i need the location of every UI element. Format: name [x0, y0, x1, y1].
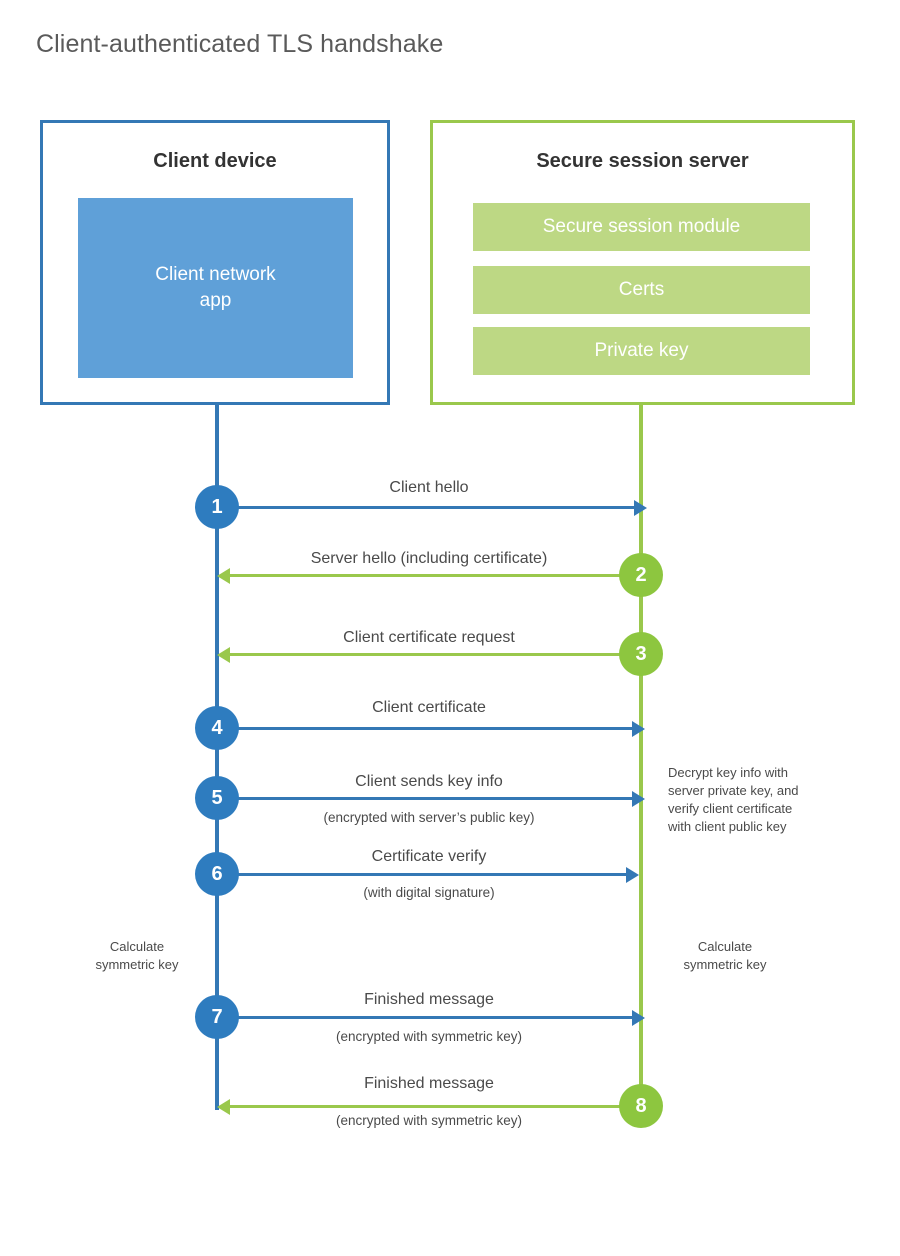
- step-1-label: Client hello: [389, 479, 469, 496]
- server-private-key-bar: Private key: [473, 327, 810, 375]
- step-8-arrow-head-left-icon: [217, 1099, 230, 1115]
- step-7-label: Finished message: [364, 991, 494, 1008]
- step-2-label: Server hello (including certificate): [310, 550, 548, 567]
- step-4-arrow-line: [217, 727, 637, 730]
- step-7-arrow-line: [217, 1016, 637, 1019]
- step-6-sublabel: (with digital signature): [363, 885, 495, 900]
- step-3-arrow-line: [225, 653, 639, 656]
- secure-session-server-title: Secure session server: [536, 150, 749, 172]
- step-2-badge[interactable]: 2: [619, 553, 663, 597]
- client-lifeline: [215, 405, 219, 1110]
- client-device-title: Client device: [153, 150, 277, 172]
- step-1-arrow-head-right-icon: [634, 500, 647, 516]
- server-calculate-symmetric-key-note: Calculate symmetric key: [683, 939, 767, 972]
- client-network-app-block: Client network app: [78, 198, 353, 378]
- step-6-badge[interactable]: 6: [195, 852, 239, 896]
- step-3-label: Client certificate request: [343, 629, 515, 646]
- step-5-arrow-head-right-icon: [632, 791, 645, 807]
- step-1-arrow-line: [217, 506, 639, 509]
- step-5-sublabel: (encrypted with server’s public key): [323, 810, 535, 825]
- server-lifeline: [639, 405, 643, 1107]
- step-6-label: Certificate verify: [371, 848, 487, 865]
- step-4-arrow-head-right-icon: [632, 721, 645, 737]
- step-3-badge[interactable]: 3: [619, 632, 663, 676]
- step-2-arrow-line: [225, 574, 639, 577]
- secure-session-server-box: Secure session server Secure session mod…: [430, 120, 855, 405]
- client-network-app-label: Client network app: [155, 264, 276, 311]
- server-certs-bar: Certs: [473, 266, 810, 314]
- step-4-label: Client certificate: [372, 699, 486, 716]
- server-decrypt-note: Decrypt key info with server private key…: [668, 765, 799, 834]
- step-4-badge[interactable]: 4: [195, 706, 239, 750]
- step-5-badge[interactable]: 5: [195, 776, 239, 820]
- step-7-badge[interactable]: 7: [195, 995, 239, 1039]
- page-title: Client-authenticated TLS handshake: [36, 30, 444, 58]
- client-device-box: Client device Client network app: [40, 120, 390, 405]
- step-5-label: Client sends key info: [355, 773, 503, 790]
- step-8-sublabel: (encrypted with symmetric key): [335, 1113, 523, 1128]
- step-8-arrow-line: [225, 1105, 639, 1108]
- step-3-arrow-head-left-icon: [217, 647, 230, 663]
- step-6-arrow-line: [217, 873, 631, 876]
- step-6-arrow-head-right-icon: [626, 867, 639, 883]
- step-8-badge[interactable]: 8: [619, 1084, 663, 1128]
- client-calculate-symmetric-key-note: Calculate symmetric key: [95, 939, 179, 972]
- step-1-badge[interactable]: 1: [195, 485, 239, 529]
- step-2-arrow-head-left-icon: [217, 568, 230, 584]
- step-8-label: Finished message: [364, 1075, 494, 1092]
- step-5-arrow-line: [217, 797, 637, 800]
- step-7-arrow-head-right-icon: [632, 1010, 645, 1026]
- server-module-bar: Secure session module: [473, 203, 810, 251]
- step-7-sublabel: (encrypted with symmetric key): [335, 1029, 523, 1044]
